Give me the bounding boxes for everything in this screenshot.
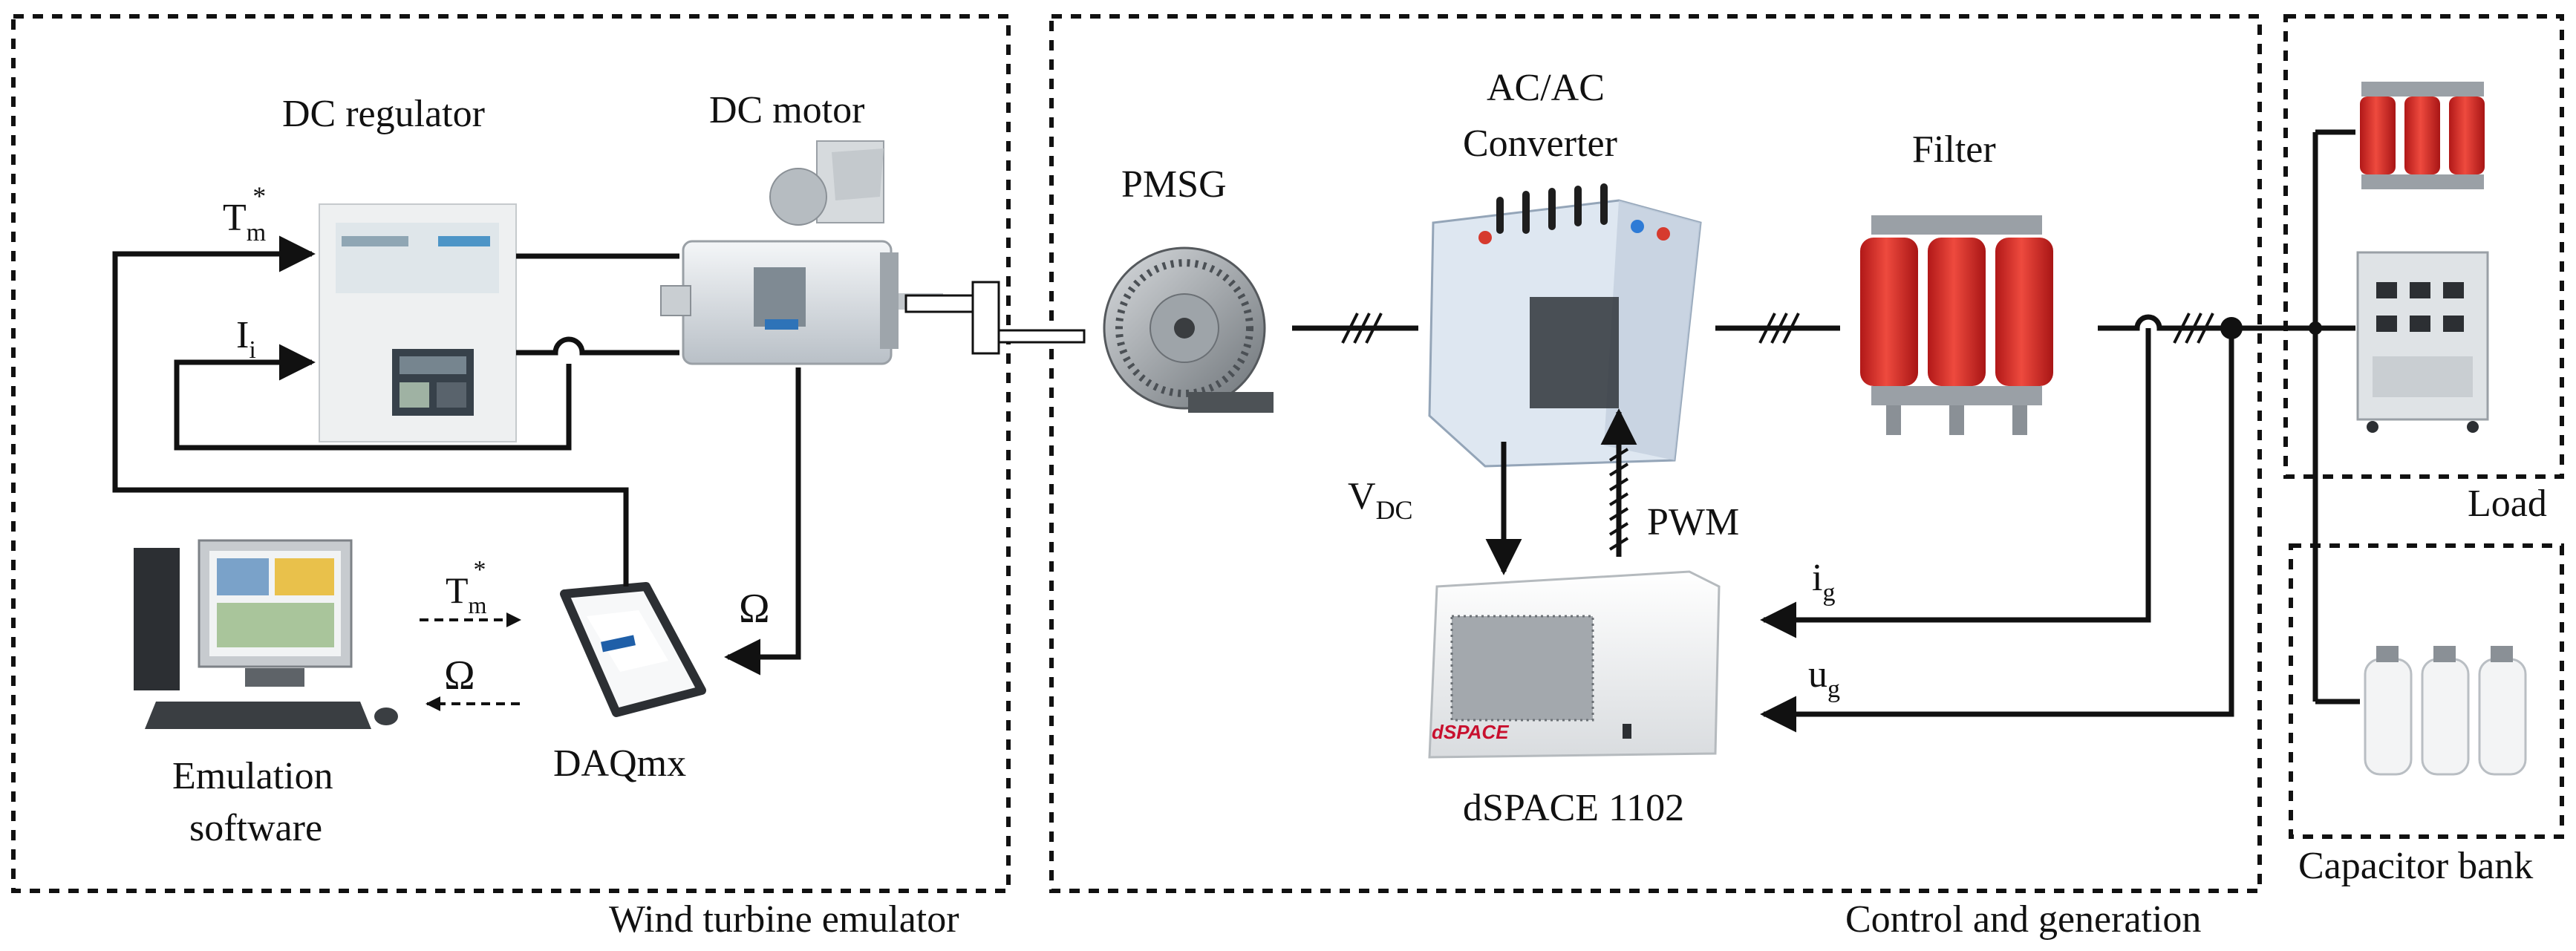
label-dc-motor: DC motor bbox=[709, 89, 864, 131]
junction-dot bbox=[2220, 317, 2243, 339]
signal-tm-software: Tm* bbox=[446, 556, 487, 618]
frame-capacitor-bank bbox=[2289, 543, 2564, 839]
capacitor-bank-image bbox=[2364, 646, 2527, 776]
dc-regulator-image bbox=[319, 203, 517, 442]
group-label-emulator: Wind turbine emulator bbox=[609, 898, 959, 941]
frame-control-generation bbox=[1049, 14, 2262, 893]
label-pmsg: PMSG bbox=[1121, 163, 1227, 206]
load-cabinet-image bbox=[2356, 251, 2489, 433]
signal-vdc: VDC bbox=[1348, 475, 1413, 525]
junction-dot bbox=[2309, 321, 2322, 335]
wiring bbox=[112, 129, 2360, 733]
pmsg-image bbox=[1103, 246, 1274, 413]
dspace-image: dSPACE bbox=[1428, 570, 1721, 759]
daq-software-links bbox=[420, 612, 521, 711]
label-emulation-1: Emulation bbox=[172, 755, 333, 797]
label-converter-1: AC/AC bbox=[1487, 67, 1605, 109]
computer-image bbox=[134, 539, 398, 729]
group-label-capacitor: Capacitor bank bbox=[2298, 845, 2533, 887]
label-emulation-2: software bbox=[189, 807, 322, 849]
shaft-coupling bbox=[904, 281, 1086, 355]
signal-ii: Ii bbox=[236, 314, 256, 364]
pwm-arrow bbox=[1600, 408, 1637, 557]
filter-image bbox=[1860, 215, 2053, 435]
load-resistors-image bbox=[2360, 82, 2485, 189]
signal-ug: ug bbox=[1808, 653, 1840, 703]
converter-image bbox=[1428, 183, 1702, 468]
signal-omega-software: Ω bbox=[444, 653, 475, 699]
label-dc-regulator: DC regulator bbox=[282, 93, 485, 135]
frame-load bbox=[2283, 14, 2564, 479]
dc-motor-image bbox=[660, 140, 943, 365]
signal-omega-motor: Ω bbox=[739, 586, 770, 632]
group-label-control: Control and generation bbox=[1845, 898, 2201, 941]
label-daqmx: DAQmx bbox=[553, 742, 686, 785]
label-converter-2: Converter bbox=[1463, 122, 1617, 165]
label-dspace: dSPACE 1102 bbox=[1463, 787, 1684, 829]
group-frames bbox=[11, 14, 2564, 893]
frame-wind-turbine-emulator bbox=[11, 14, 1011, 893]
signal-tm-top: Tm* bbox=[223, 181, 266, 246]
three-phase-ticks bbox=[1341, 313, 2214, 344]
daqmx-image bbox=[560, 582, 706, 717]
dspace-logo-text: dSPACE bbox=[1432, 721, 1509, 743]
group-label-load: Load bbox=[2468, 483, 2547, 525]
signal-ig: ig bbox=[1812, 557, 1835, 607]
label-filter: Filter bbox=[1912, 128, 1996, 171]
signal-pwm: PWM bbox=[1647, 501, 1739, 543]
